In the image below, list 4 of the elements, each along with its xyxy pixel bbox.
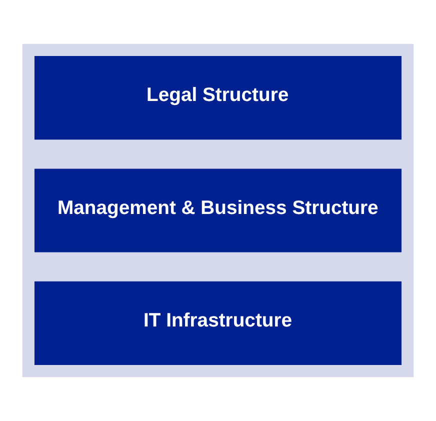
node-box: IT Infrastructure [34,281,402,365]
node-box: Legal Structure [34,56,402,140]
node-box: Management & Business Structure [34,168,402,252]
cluster [22,44,414,378]
